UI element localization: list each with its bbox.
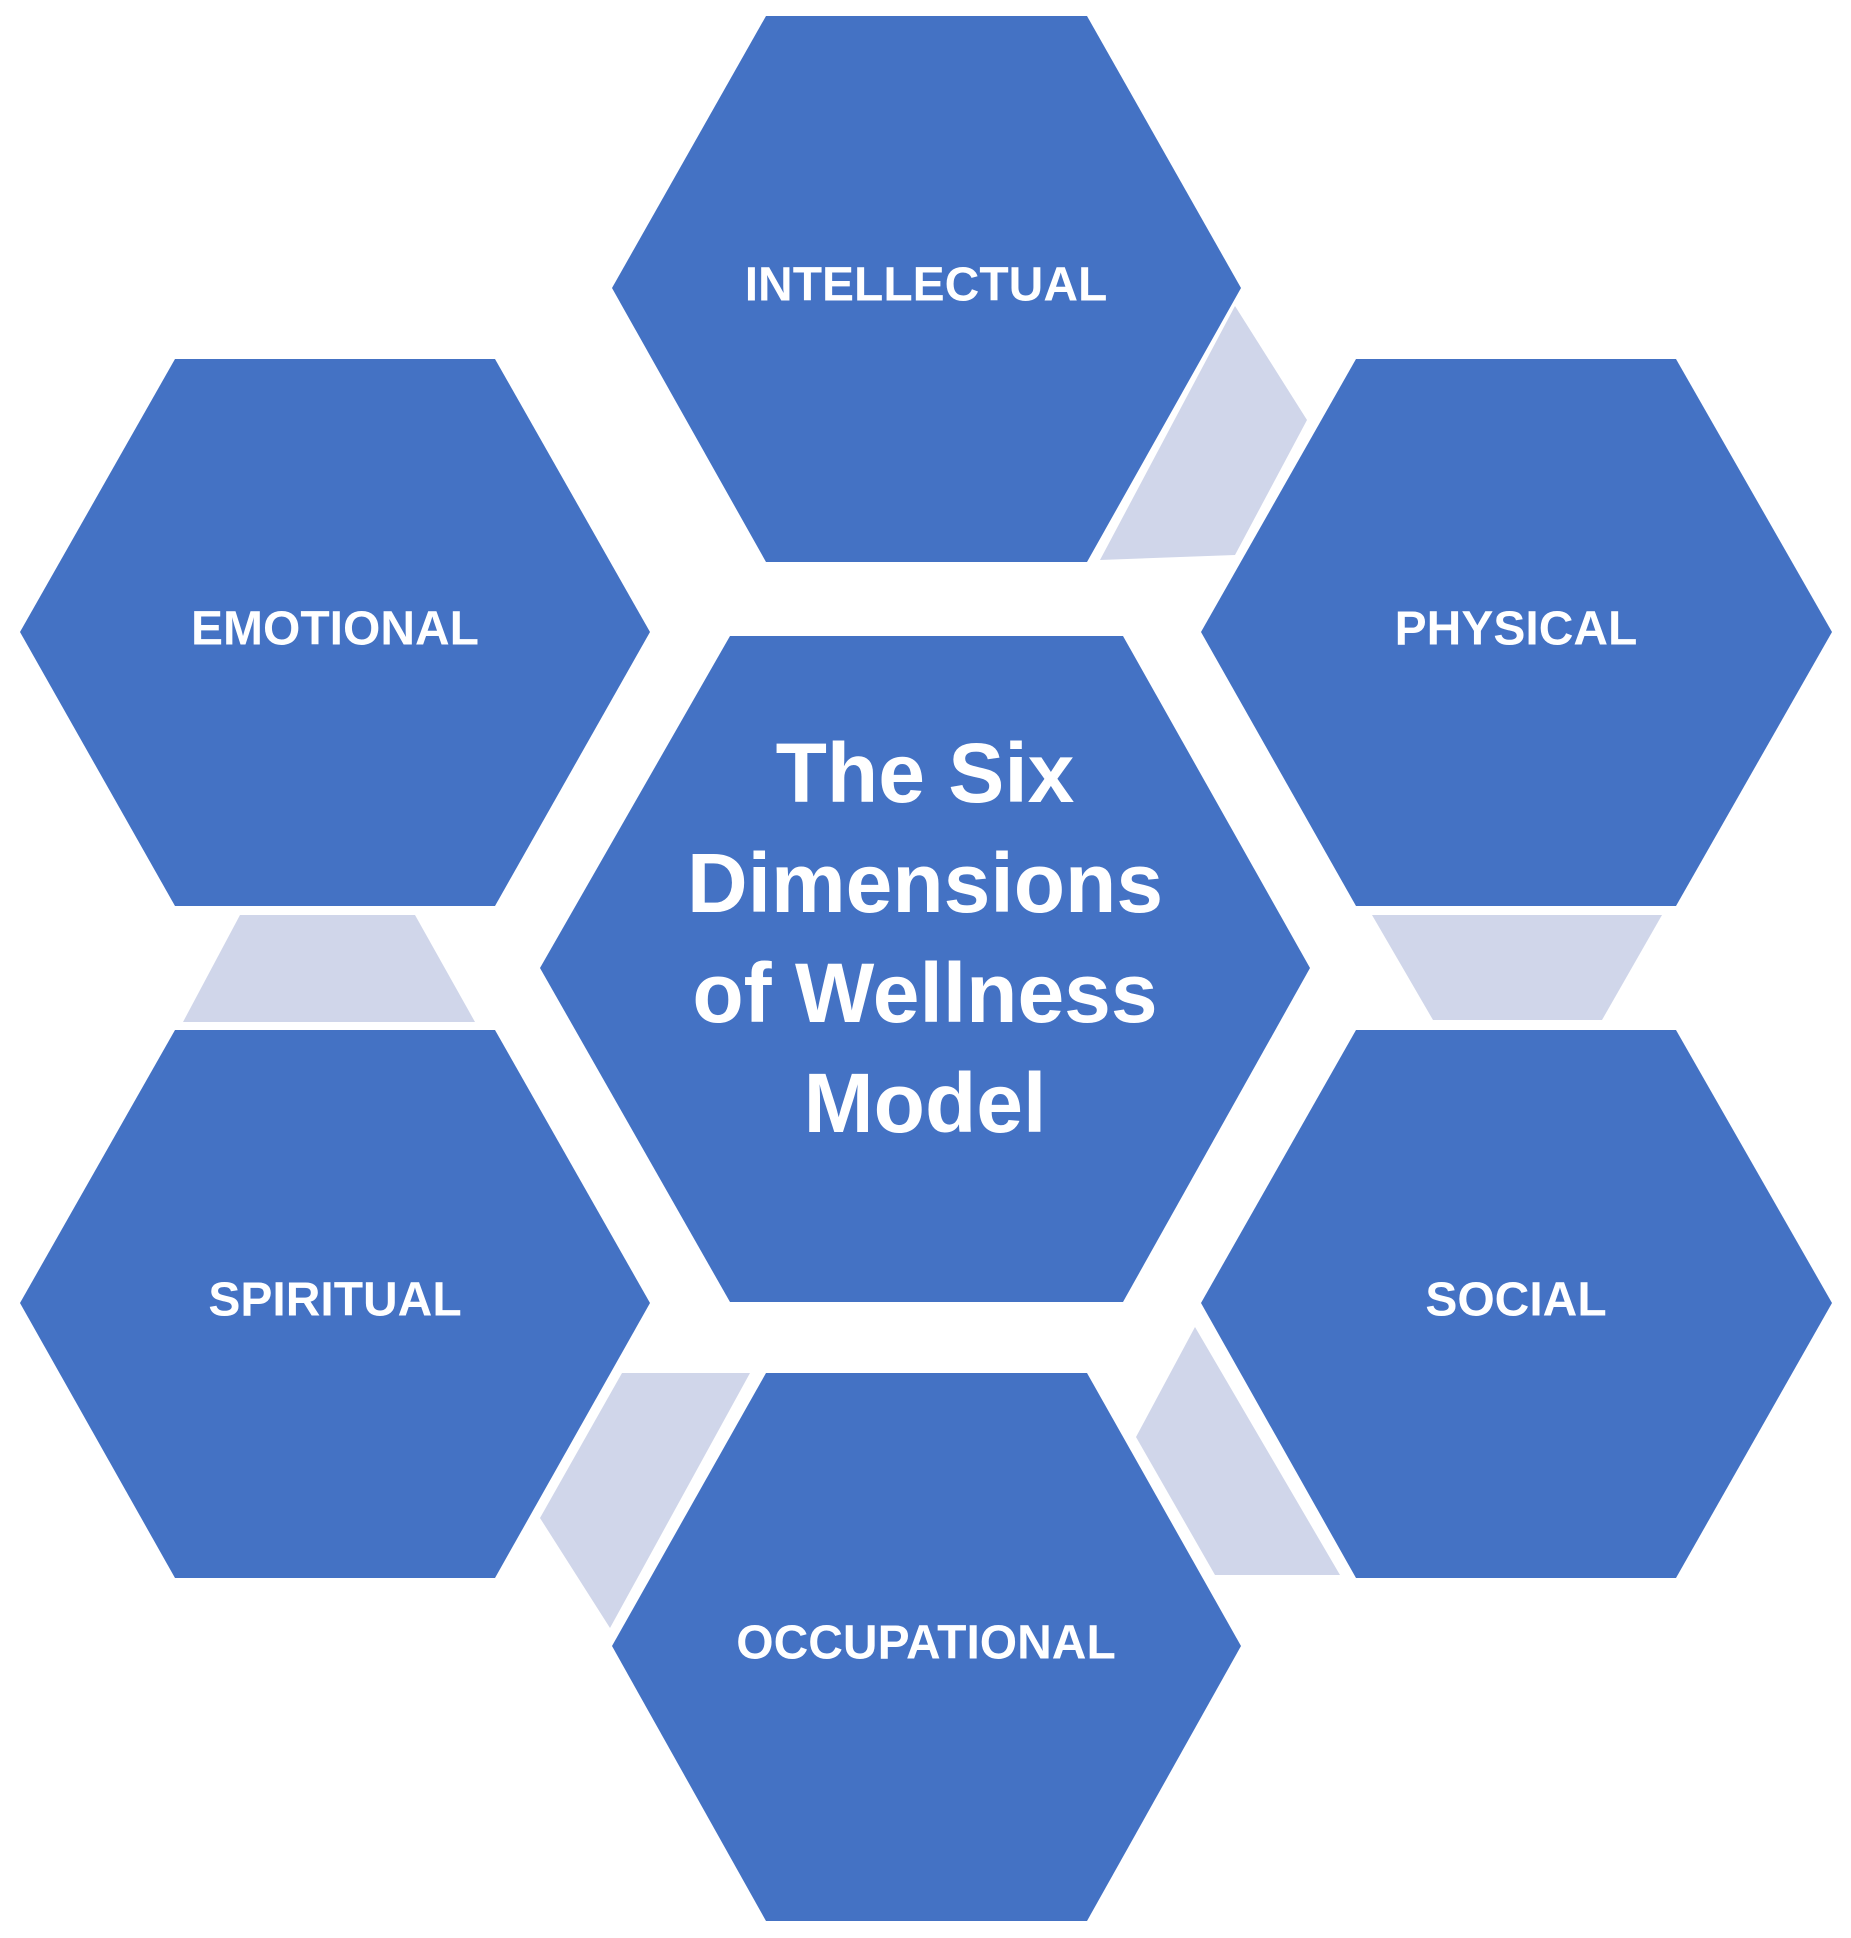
hexagon-center [540, 636, 1310, 1302]
label-physical: PHYSICAL [1395, 603, 1638, 656]
connector-social-occupational [1136, 1327, 1340, 1575]
label-intellectual: INTELLECTUAL [745, 259, 1108, 312]
hexagon-social [1201, 1030, 1832, 1578]
connectors [183, 306, 1662, 1628]
connector-physical-social [1372, 915, 1662, 1020]
hexagon-spiritual [20, 1030, 650, 1578]
hexagon-intellectual [612, 16, 1241, 562]
connector-occupational-spiritual [540, 1373, 750, 1628]
label-social: SOCIAL [1425, 1274, 1606, 1327]
label-occupational: OCCUPATIONAL [736, 1617, 1116, 1670]
hexagons [20, 16, 1832, 1921]
label-emotional: EMOTIONAL [191, 603, 479, 656]
hexagon-occupational [612, 1373, 1241, 1921]
center-title-line-4: Model [804, 1056, 1047, 1150]
connector-spiritual-emotional [183, 915, 475, 1022]
label-spiritual: SPIRITUAL [208, 1274, 461, 1327]
center-title: The Six Dimensions of Wellness Model [687, 726, 1163, 1150]
center-title-line-1: The Six [776, 726, 1075, 820]
hexagon-emotional [20, 359, 650, 906]
center-title-line-3: of Wellness [692, 946, 1157, 1040]
center-title-line-2: Dimensions [687, 836, 1163, 930]
hexagon-physical [1201, 359, 1832, 906]
connector-intellectual-physical [1100, 306, 1307, 560]
labels: INTELLECTUAL PHYSICAL SOCIAL OCCUPATIONA… [191, 259, 1637, 1670]
